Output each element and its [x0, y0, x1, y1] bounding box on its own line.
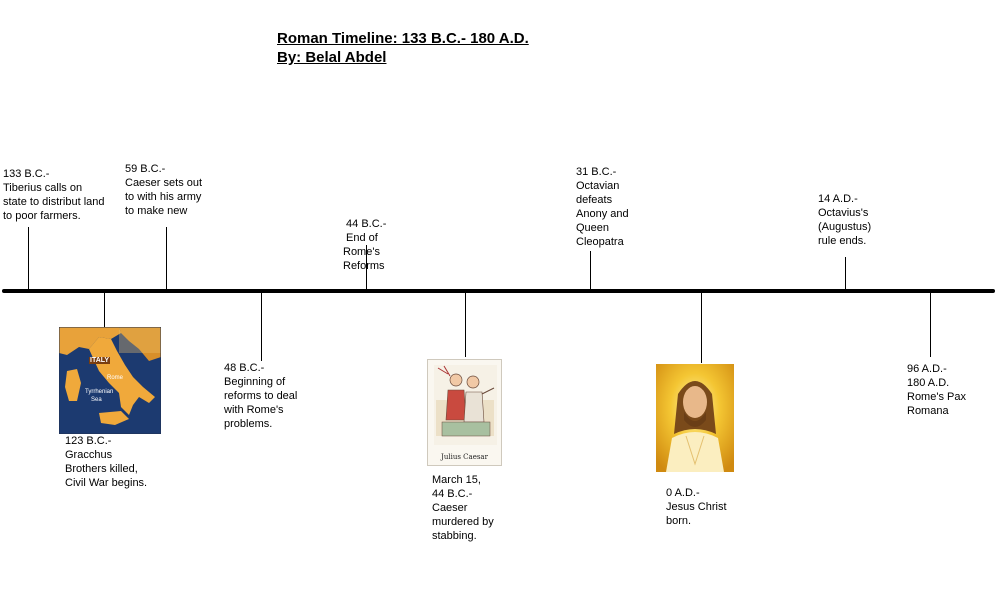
map-label: Tyrrhenian [85, 389, 114, 395]
map-label: ITALY [89, 357, 111, 364]
tick-59bc [166, 227, 167, 291]
timeline-axis [2, 289, 995, 293]
tick-44bc-march [465, 291, 466, 357]
jesus-christ-image [656, 364, 734, 472]
map-label: Rome [107, 375, 124, 381]
author-line: By: Belal Abdel [277, 49, 387, 66]
tick-0ad [701, 291, 702, 363]
tick-44bc-end [366, 245, 367, 291]
tick-31bc [590, 251, 591, 291]
tick-48bc [261, 291, 262, 361]
map-label: Sea [91, 397, 102, 403]
title-line: Roman Timeline: 133 B.C.- 180 A.D. [277, 30, 529, 47]
event-label: 14 A.D.-Octavius's(Augustus)rule ends. [818, 193, 872, 247]
page-title: Roman Timeline: 133 B.C.- 180 A.D. By: B… [277, 29, 529, 67]
tick-133bc [28, 227, 29, 291]
italy-map-image: ITALY Rome Tyrrhenian Sea [59, 327, 161, 434]
julius-caesar-image: Julius Caesar [427, 359, 502, 466]
tick-96ad [930, 291, 931, 357]
caesar-caption: Julius Caesar [441, 453, 488, 461]
tick-123bc [104, 291, 105, 329]
tick-14ad [845, 257, 846, 291]
